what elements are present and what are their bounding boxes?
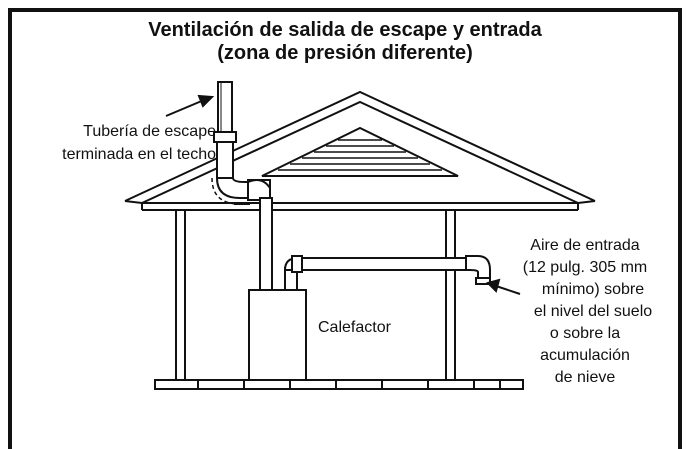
intake-label-line: el nivel del suelo (533, 303, 653, 320)
foundation-slab (154, 379, 524, 390)
intake-label-line: (12 pulg. 305 mm (522, 259, 648, 276)
intake-leader-arrow (486, 278, 521, 295)
intake-label: Aire de entrada (12 pulg. 305 mm mínimo)… (505, 236, 665, 387)
house-roof (124, 90, 596, 211)
exhaust-leader-arrow (165, 94, 215, 117)
house-posts (175, 209, 456, 381)
intake-pipe (283, 255, 491, 291)
intake-label-line: de nieve (554, 369, 616, 386)
furnace-label: Calefactor (318, 319, 391, 336)
intake-label-line: acumulación (540, 347, 630, 364)
diagram-title-line2: (zona de presión diferente) (217, 42, 473, 64)
gable-vent (261, 126, 459, 177)
outer-border (8, 8, 682, 449)
furnace-box (248, 289, 307, 381)
intake-label-line: mínimo) sobre (541, 281, 645, 298)
exhaust-label-line2: terminada en el techo (62, 146, 216, 163)
intake-label-line: o sobre la (549, 325, 621, 342)
diagram-title-line1: Ventilación de salida de escape y entrad… (148, 19, 542, 41)
exhaust-pipe (211, 81, 273, 291)
exhaust-label-line1: Tubería de escape (83, 123, 216, 140)
intake-label-line: Aire de entrada (530, 237, 640, 254)
